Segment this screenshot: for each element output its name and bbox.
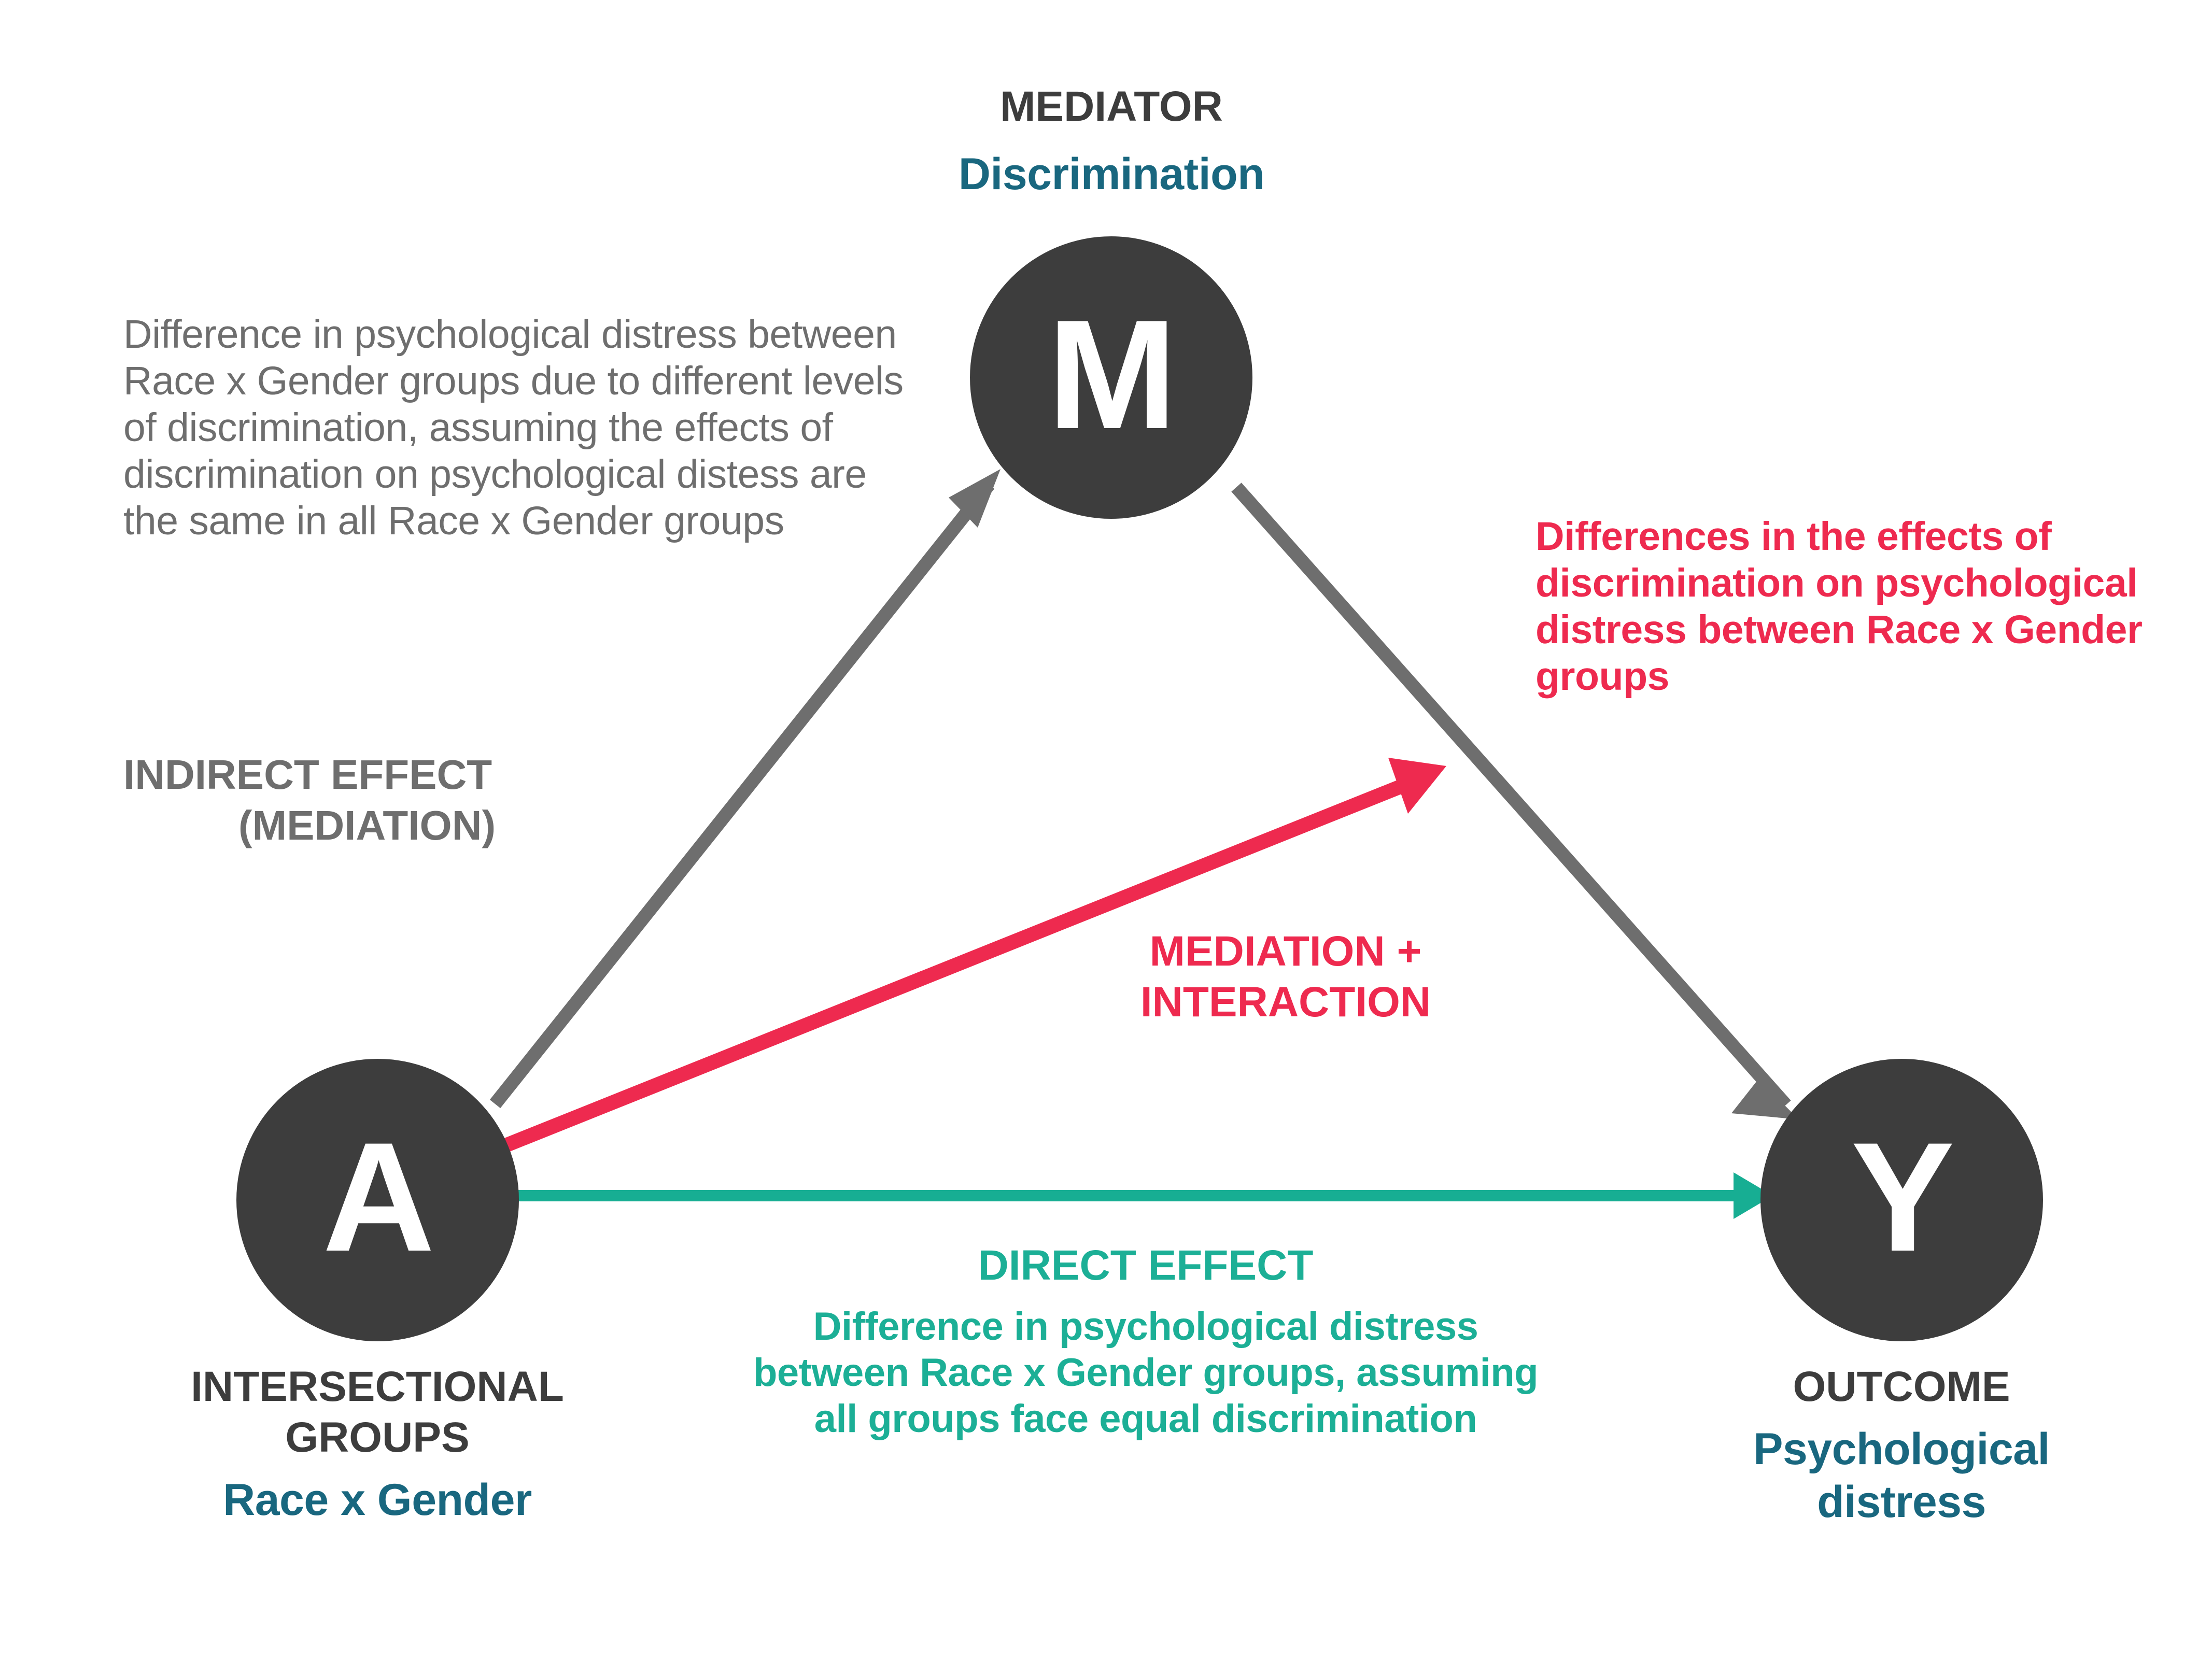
node-outcome-letter: Y [1851,1109,1954,1284]
outcome-name-label-line2: distress [1817,1477,1986,1527]
indirect-effect-heading-line2: (MEDIATION) [238,802,496,848]
exposure-role-label-line1: INTERSECTIONAL [191,1363,564,1410]
mediator-name-label: Discrimination [958,149,1265,199]
node-outcome[interactable]: Y [1760,1059,2043,1341]
direct-effect-description: Difference in psychological distress bet… [741,1304,1550,1442]
exposure-role-label-line2: GROUPS [285,1414,470,1461]
direct-effect-description-after: discrimination [1201,1396,1477,1441]
node-exposure-letter: A [322,1109,435,1284]
direct-effect-heading: DIRECT EFFECT [978,1242,1314,1289]
indirect-effect-heading-line1: INDIRECT EFFECT [123,751,492,798]
mediator-role-label: MEDIATOR [1000,83,1223,130]
exposure-name-label: Race x Gender [223,1475,532,1525]
indirect-effect-description: Difference in psychological distress bet… [123,312,914,544]
outcome-name-label-line1: Psychological [1753,1424,2050,1474]
direct-effect-description-emphasis: equal [1099,1396,1201,1441]
edge-m-to-y [1231,483,1799,1119]
node-exposure[interactable]: A [236,1059,519,1341]
interaction-description: Differences in the effects of discrimina… [1535,514,2153,699]
node-mediator-letter: M [1047,287,1177,461]
outcome-role-label: OUTCOME [1793,1363,2010,1410]
interaction-heading-line2: INTERACTION [1140,979,1431,1026]
edge-a-to-m [489,469,1001,1109]
edge-a-to-y [512,1172,1773,1219]
node-mediator[interactable]: M [970,236,1252,519]
direct-effect-description-before: Difference in psychological distress bet… [753,1304,1549,1441]
edge-a-to-my-path [499,758,1446,1154]
interaction-heading-line1: MEDIATION + [1149,928,1422,975]
